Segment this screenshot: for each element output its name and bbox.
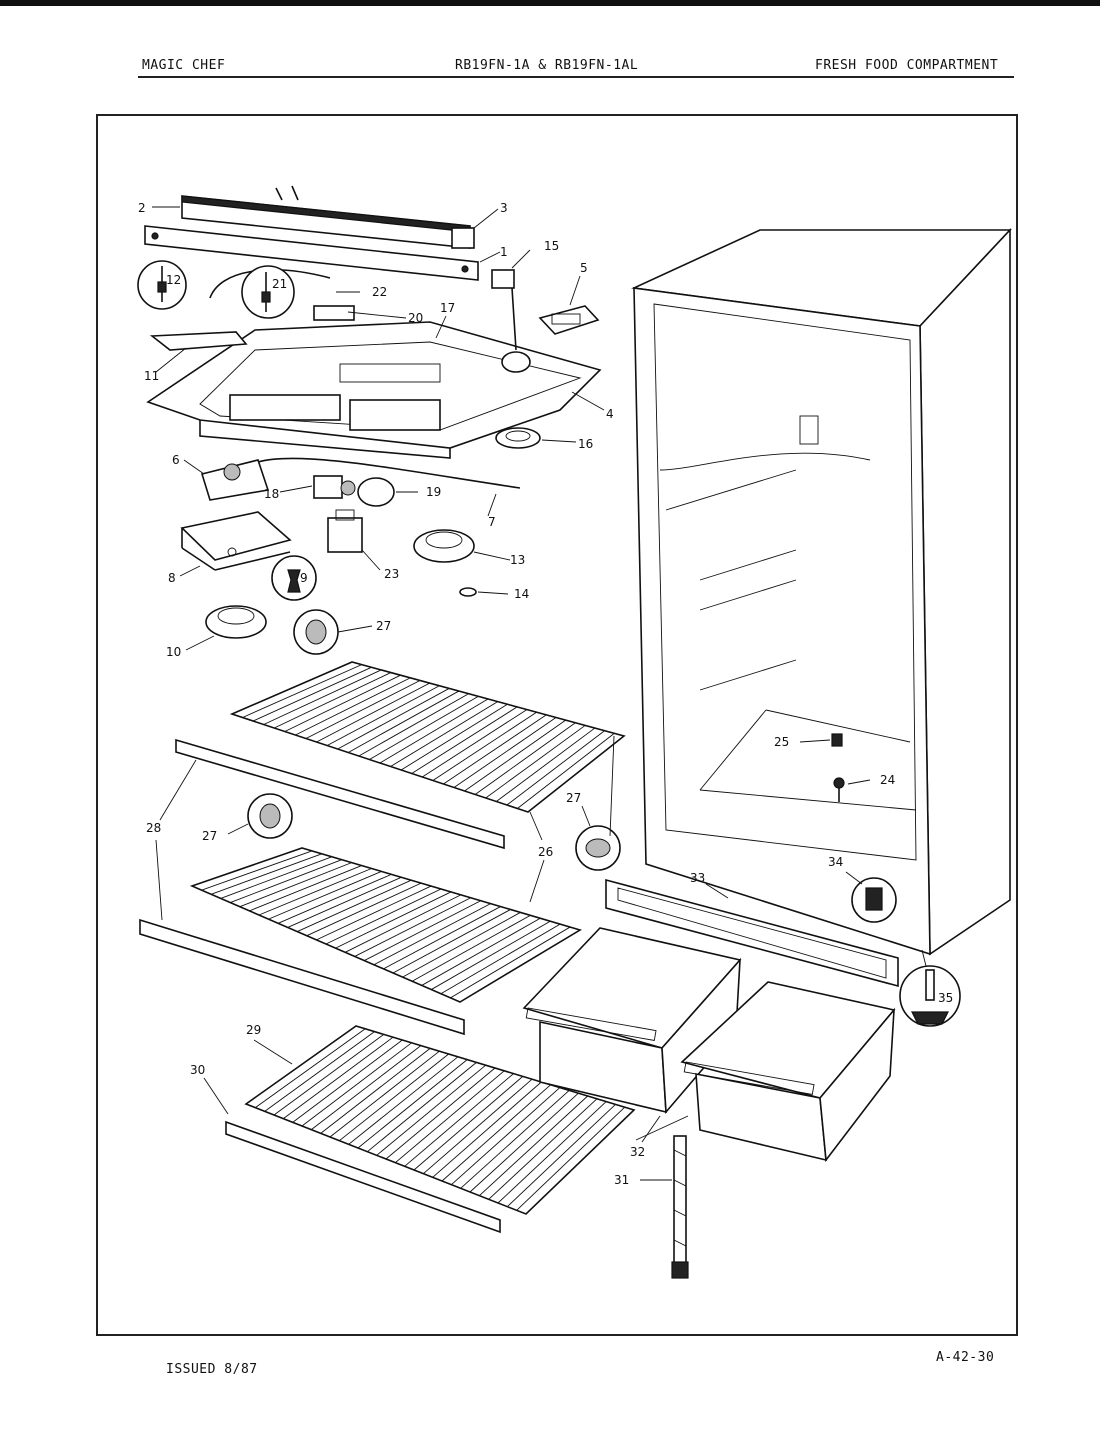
callout-labels: 1 2 3 4 5 6 7 8 9 10 11 12 13 14 15 16 1… (138, 201, 953, 1187)
callout-17: 17 (440, 301, 455, 315)
shelf-trim-upper (175, 738, 505, 850)
control-housing (146, 321, 602, 459)
shelf-support-27b (247, 793, 293, 839)
detail-inset-21 (241, 265, 295, 319)
callout-15: 15 (544, 239, 559, 253)
callout-20: 20 (408, 311, 423, 325)
shelf-trim-lower (139, 918, 465, 1036)
callout-7: 7 (488, 515, 496, 529)
glass-shelf (244, 1025, 636, 1215)
knob-part-10 (205, 605, 267, 639)
lamp-socket-part (313, 475, 356, 499)
shelf-support-27a (293, 609, 339, 655)
callout-11: 11 (144, 369, 159, 383)
section-title: FRESH FOOD COMPARTMENT (815, 58, 999, 73)
wire-shelf-lower (189, 847, 582, 1003)
crisper-pan-right (680, 981, 896, 1163)
detail-inset-9 (271, 555, 317, 601)
callout-33: 33 (690, 871, 705, 885)
callout-19: 19 (426, 485, 441, 499)
callout-35: 35 (938, 991, 953, 1005)
callout-18: 18 (264, 487, 279, 501)
callout-25: 25 (774, 735, 789, 749)
callout-30: 30 (190, 1063, 205, 1077)
drain-tube-part (671, 1135, 689, 1279)
cabinet-clip-25 (831, 733, 843, 747)
callout-2: 2 (138, 201, 146, 215)
callout-1: 1 (500, 245, 508, 259)
detail-inset-12 (137, 260, 187, 310)
washer-part-14 (459, 587, 477, 597)
crisper-pan-left (522, 927, 742, 1115)
shelf-support-27c (575, 825, 621, 871)
retainer-clip-part (149, 331, 248, 351)
model-numbers: RB19FN-1A & RB19FN-1AL (455, 58, 639, 73)
callout-9: 9 (300, 571, 308, 585)
brand-label: MAGIC CHEF (142, 58, 226, 73)
callout-8: 8 (168, 571, 176, 585)
light-bulb-part (357, 477, 395, 507)
callout-34: 34 (828, 855, 843, 869)
callout-14: 14 (514, 587, 529, 601)
header-rule (138, 76, 1014, 78)
detail-inset-35 (899, 965, 961, 1027)
glass-shelf-trim (225, 1120, 501, 1234)
callout-5: 5 (580, 261, 588, 275)
callout-24: 24 (880, 773, 895, 787)
callout-32: 32 (630, 1145, 645, 1159)
callout-22: 22 (372, 285, 387, 299)
top-border-bar (0, 0, 1100, 6)
leader-lines (152, 206, 927, 1181)
callout-28: 28 (146, 821, 161, 835)
callout-6: 6 (172, 453, 180, 467)
callout-26: 26 (538, 845, 553, 859)
crisper-cover-frame (605, 878, 899, 988)
callout-12: 12 (166, 273, 181, 287)
defrost-timer-part (538, 305, 600, 335)
knob-part-13 (413, 529, 475, 563)
wire-shelf-upper (229, 661, 626, 813)
light-shield-part (495, 427, 541, 449)
callout-27: 27 (376, 619, 391, 633)
callout-31: 31 (614, 1173, 629, 1187)
callout-4: 4 (606, 407, 614, 421)
switch-part (327, 509, 363, 553)
control-panel-trim (144, 185, 479, 281)
diagram-frame (96, 114, 1018, 1336)
callout-13: 13 (510, 553, 525, 567)
thermostat-part (200, 457, 521, 501)
refrigerator-cabinet (631, 227, 1012, 956)
callout-29: 29 (246, 1023, 261, 1037)
detail-inset-34 (851, 877, 897, 923)
callout-27b: 27 (202, 829, 217, 843)
callout-21: 21 (272, 277, 287, 291)
callout-27c: 27 (566, 791, 581, 805)
callout-16: 16 (578, 437, 593, 451)
callout-3: 3 (500, 201, 508, 215)
knob-shaft-part (491, 269, 531, 373)
callout-10: 10 (166, 645, 181, 659)
cabinet-fastener-24 (833, 777, 845, 802)
control-bracket-part (180, 511, 292, 571)
page-code: A-42-30 (936, 1350, 995, 1365)
issued-date: ISSUED 8/87 (166, 1362, 258, 1377)
callout-23: 23 (384, 567, 399, 581)
